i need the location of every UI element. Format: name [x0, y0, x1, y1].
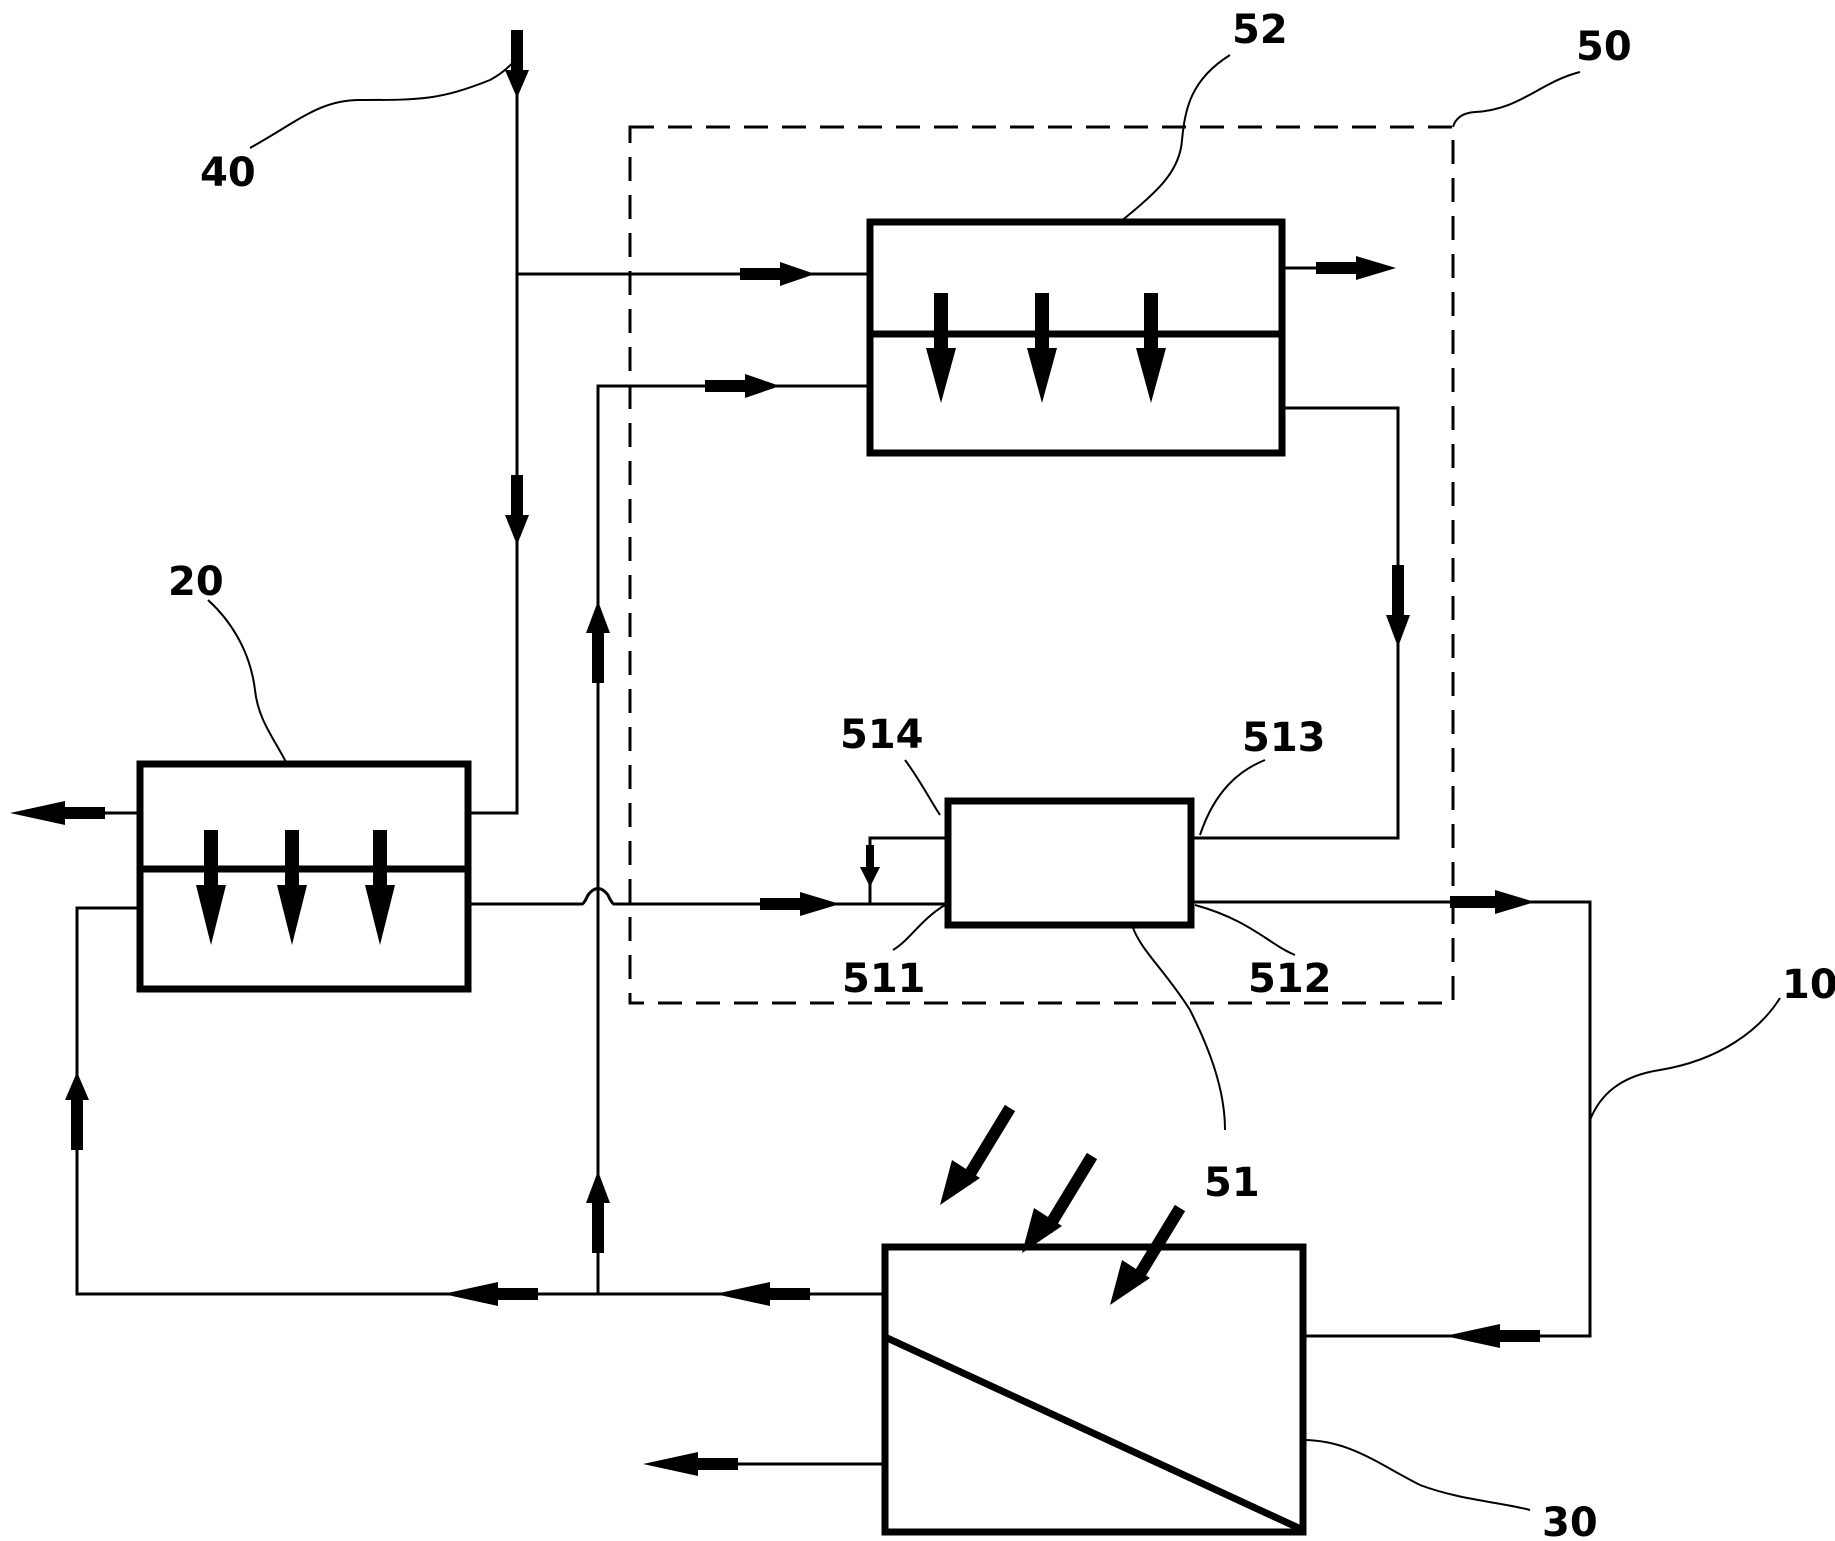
line-514-branch — [868, 836, 948, 904]
line-20-to-511 — [468, 887, 948, 906]
dashed-boundary-50 — [628, 125, 1455, 1005]
arrow-right-52-out — [1316, 256, 1396, 280]
label-513: 513 — [1242, 715, 1326, 761]
leader-10 — [1589, 997, 1781, 1121]
leader-52 — [1119, 54, 1231, 223]
line-riser-to-52 — [596, 384, 870, 1294]
component-52 — [866, 218, 1286, 457]
leader-20 — [207, 599, 288, 765]
label-50: 50 — [1576, 24, 1632, 70]
leader-511 — [892, 904, 946, 951]
arrow-down-right-riser — [1386, 565, 1410, 647]
flow-lines — [75, 35, 1592, 1466]
flow-arrows — [10, 30, 1540, 1476]
arrow-up-riser-lower — [586, 1171, 610, 1253]
arrow-down-inlet-mid — [505, 475, 529, 545]
label-51: 51 — [1204, 1160, 1260, 1206]
arrow-right-to-52-bottom — [705, 374, 780, 398]
arrow-down-inlet-top — [505, 30, 529, 98]
arrow-right-to-52-top — [740, 262, 815, 286]
component-20-internal-arrows — [196, 830, 395, 945]
component-20 — [136, 760, 472, 993]
component-30 — [881, 1243, 1307, 1536]
component-51 — [944, 797, 1195, 929]
component-52-internal-arrows — [926, 293, 1166, 403]
label-511: 511 — [842, 956, 926, 1002]
arrow-left-bottom-1 — [715, 1282, 810, 1306]
leader-lines — [207, 54, 1781, 1511]
arrow-left-into-30 — [1445, 1324, 1540, 1348]
label-20: 20 — [168, 559, 224, 605]
leader-51 — [1131, 924, 1226, 1131]
leader-30 — [1302, 1439, 1531, 1511]
arrow-left-30-out — [643, 1452, 738, 1476]
leader-50 — [1452, 71, 1581, 128]
arrow-right-512-out — [1450, 890, 1535, 914]
component-30-internal-arrows — [940, 1104, 1186, 1305]
arrow-up-left — [65, 1072, 89, 1150]
leader-514 — [904, 759, 941, 816]
arrow-down-514 — [860, 845, 880, 887]
label-52: 52 — [1232, 7, 1288, 53]
line-52-to-513 — [1191, 406, 1400, 840]
line-inlet-40 — [468, 35, 519, 815]
leader-513 — [1199, 759, 1266, 836]
arrow-left-20-out — [10, 801, 105, 825]
label-40: 40 — [200, 150, 256, 196]
arrow-up-riser-upper — [586, 601, 610, 683]
label-512: 512 — [1248, 956, 1332, 1002]
leader-40 — [249, 59, 516, 149]
label-30: 30 — [1542, 1500, 1598, 1541]
label-514: 514 — [840, 712, 924, 758]
label-10: 10 — [1782, 962, 1835, 1008]
leader-512 — [1194, 904, 1296, 956]
arrow-left-bottom-2 — [443, 1282, 538, 1306]
arrow-right-to-511 — [760, 892, 840, 916]
